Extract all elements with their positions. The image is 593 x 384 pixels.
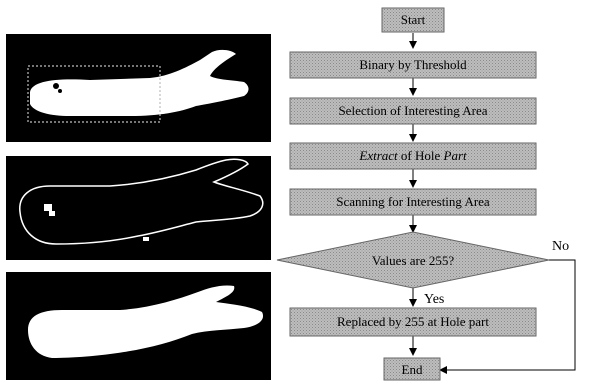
start-box: Start bbox=[382, 8, 444, 32]
step-selection-area: Selection of Interesting Area bbox=[290, 98, 536, 124]
no-label: No bbox=[552, 239, 569, 254]
end-box: End bbox=[384, 358, 440, 380]
end-label: End bbox=[402, 362, 423, 377]
start-label: Start bbox=[401, 12, 426, 27]
step3-label: Extract of Hole Part bbox=[358, 148, 467, 163]
step-replaced: Replaced by 255 at Hole part bbox=[290, 308, 536, 336]
step-scanning: Scanning for Interesting Area bbox=[290, 189, 536, 215]
step-extract-hole: Extract of Hole Part bbox=[290, 143, 536, 169]
step-binary-threshold: Binary by Threshold bbox=[290, 52, 536, 78]
decision-diamond: Values are 255? bbox=[277, 232, 549, 288]
decision-label: Values are 255? bbox=[372, 253, 455, 268]
image-panel-1 bbox=[6, 34, 271, 142]
step4-label: Scanning for Interesting Area bbox=[336, 194, 490, 209]
image-panel-3 bbox=[6, 272, 271, 380]
step5-label: Replaced by 255 at Hole part bbox=[337, 314, 489, 329]
yes-label: Yes bbox=[424, 292, 444, 307]
step2-label: Selection of Interesting Area bbox=[338, 103, 487, 118]
step1-label: Binary by Threshold bbox=[359, 57, 467, 72]
image-panel-2 bbox=[6, 156, 271, 260]
